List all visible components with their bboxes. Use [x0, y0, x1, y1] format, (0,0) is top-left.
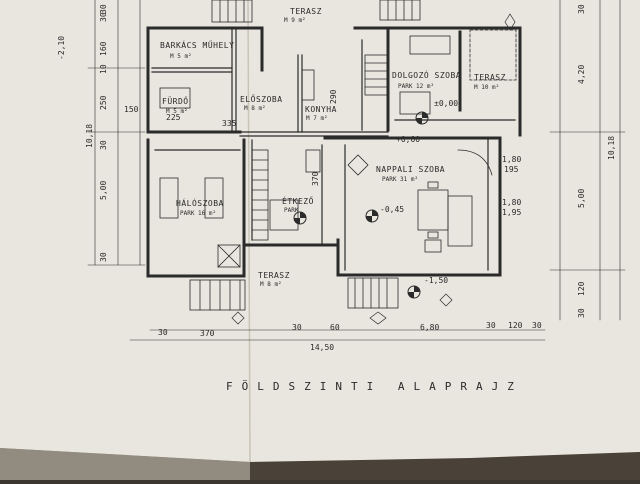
dim-misc-0: -2,10 [57, 36, 66, 60]
bed-left [159, 177, 179, 219]
room-labels: TERASZ M 9 m² BARKÁCS MŰHELY M 5 m² FÜRD… [160, 7, 506, 288]
dim-right-5: 30 [577, 308, 586, 318]
room-area-haloszoba: PARK 16 m² [180, 210, 216, 217]
desk [409, 35, 451, 55]
plants [231, 13, 516, 325]
dim-misc-6: 1,80 [502, 198, 521, 207]
dim-misc-8: +0,00 [396, 135, 420, 144]
etkezo-table [269, 199, 299, 231]
dim-left-0: 30 [99, 12, 108, 22]
dim-right-3: 5,00 [577, 189, 586, 208]
room-name-eloszoba: ELŐSZOBA [240, 94, 283, 104]
room-name-terasz-bottom: TERASZ [258, 271, 290, 280]
room-name-barkacs: BARKÁCS MŰHELY [160, 39, 234, 50]
dim-right-0: 10,18 [607, 136, 616, 160]
dim-left-9: 30 [99, 252, 108, 262]
dim-bottom-0: 30 [158, 328, 168, 337]
dim-left-4: 30 [99, 140, 108, 150]
dim-bottom-7: 14,50 [310, 343, 334, 352]
level-mark-1: -0,45 [380, 205, 404, 214]
misc-dimensions: -2,10 335 290 370 1,80 195 1,80 1,95 +0,… [57, 36, 521, 332]
dim-bottom-3: 6,80 [420, 323, 439, 332]
room-name-dolgozo: DOLGOZÓ SZOBA [392, 69, 461, 80]
dim-left-6: 10,18 [85, 124, 94, 148]
sofa [447, 195, 473, 247]
room-area-etkezo: PARK [284, 207, 299, 214]
room-area-nappali: PARK 31 m² [382, 176, 418, 183]
dim-bottom-4: 30 [486, 321, 496, 330]
exterior-walls [146, 26, 522, 278]
level-mark-2: -1,50 [424, 276, 448, 285]
dim-bottom-1: 370 [200, 329, 215, 338]
bathtub [159, 87, 191, 109]
dim-right-2: 4,20 [577, 65, 586, 84]
room-area-terasz-top: M 9 m² [284, 17, 306, 24]
dim-misc-1: 335 [222, 119, 237, 128]
paper-fold [247, 0, 251, 463]
dim-bottom-5: 120 [508, 321, 523, 330]
dim-misc-2: 290 [329, 89, 338, 104]
drawing-caption: FÖLDSZINTI ALAPRAJZ [226, 380, 523, 393]
room-name-konyha: KONYHA [305, 105, 337, 114]
left-dimensions: 30 160 10 250 30 5,00 10,18 150 225 30 3… [85, 4, 181, 262]
dim-misc-5: 195 [504, 165, 519, 174]
room-name-etkezo: ÉTKEZŐ [282, 195, 314, 206]
bed-right [204, 177, 224, 219]
dim-left-5: 5,00 [99, 181, 108, 200]
room-name-terasz-right: TERASZ [474, 73, 506, 82]
dim-misc-7: 1,95 [502, 208, 521, 217]
level-marker-fills [294, 112, 428, 298]
bottom-dimensions: 30 370 30 6,80 30 120 30 14,50 [158, 321, 542, 352]
room-name-terasz-top: TERASZ [290, 7, 322, 16]
room-name-haloszoba: HÁLÓSZOBA [176, 197, 224, 208]
room-area-furdo: M 5 m² [166, 108, 188, 115]
room-area-barkacs: M 5 m² [170, 53, 192, 60]
level-mark-0: ±0,00 [434, 99, 458, 108]
dim-right-4: 120 [577, 281, 586, 296]
room-area-terasz-bottom: M 8 m² [260, 281, 282, 288]
dim-misc-4: 1,80 [502, 155, 521, 164]
room-area-konyha: M 7 m² [306, 115, 328, 122]
room-name-nappali: NAPPALI SZOBA [376, 165, 445, 174]
dim-left-7: 150 [124, 105, 139, 114]
room-area-dolgozo: PARK 12 m² [398, 83, 434, 90]
dim-left-1: 160 [99, 41, 108, 56]
furniture [159, 29, 517, 268]
dim-right-1: 30 [577, 4, 586, 14]
dimension-lines [87, 0, 626, 341]
paper-sheet [0, 0, 640, 462]
dim-misc-9: 60 [330, 323, 340, 332]
level-texts: ±0,00 -0,45 -1,50 [380, 99, 458, 285]
dim-left-10: 30 [99, 4, 108, 14]
right-dimensions: 10,18 30 4,20 5,00 120 30 [577, 4, 616, 318]
room-name-furdo: FÜRDŐ [162, 96, 189, 106]
room-area-eloszoba: M 8 m² [244, 105, 266, 112]
dim-left-8: 225 [166, 113, 181, 122]
staircase [189, 0, 421, 311]
dim-left-2: 10 [99, 64, 108, 74]
dim-misc-3: 370 [311, 171, 320, 186]
dim-left-3: 250 [99, 95, 108, 110]
dim-bottom-2: 30 [292, 323, 302, 332]
room-area-terasz-right: M 10 m² [474, 84, 499, 91]
dim-bottom-6: 30 [532, 321, 542, 330]
